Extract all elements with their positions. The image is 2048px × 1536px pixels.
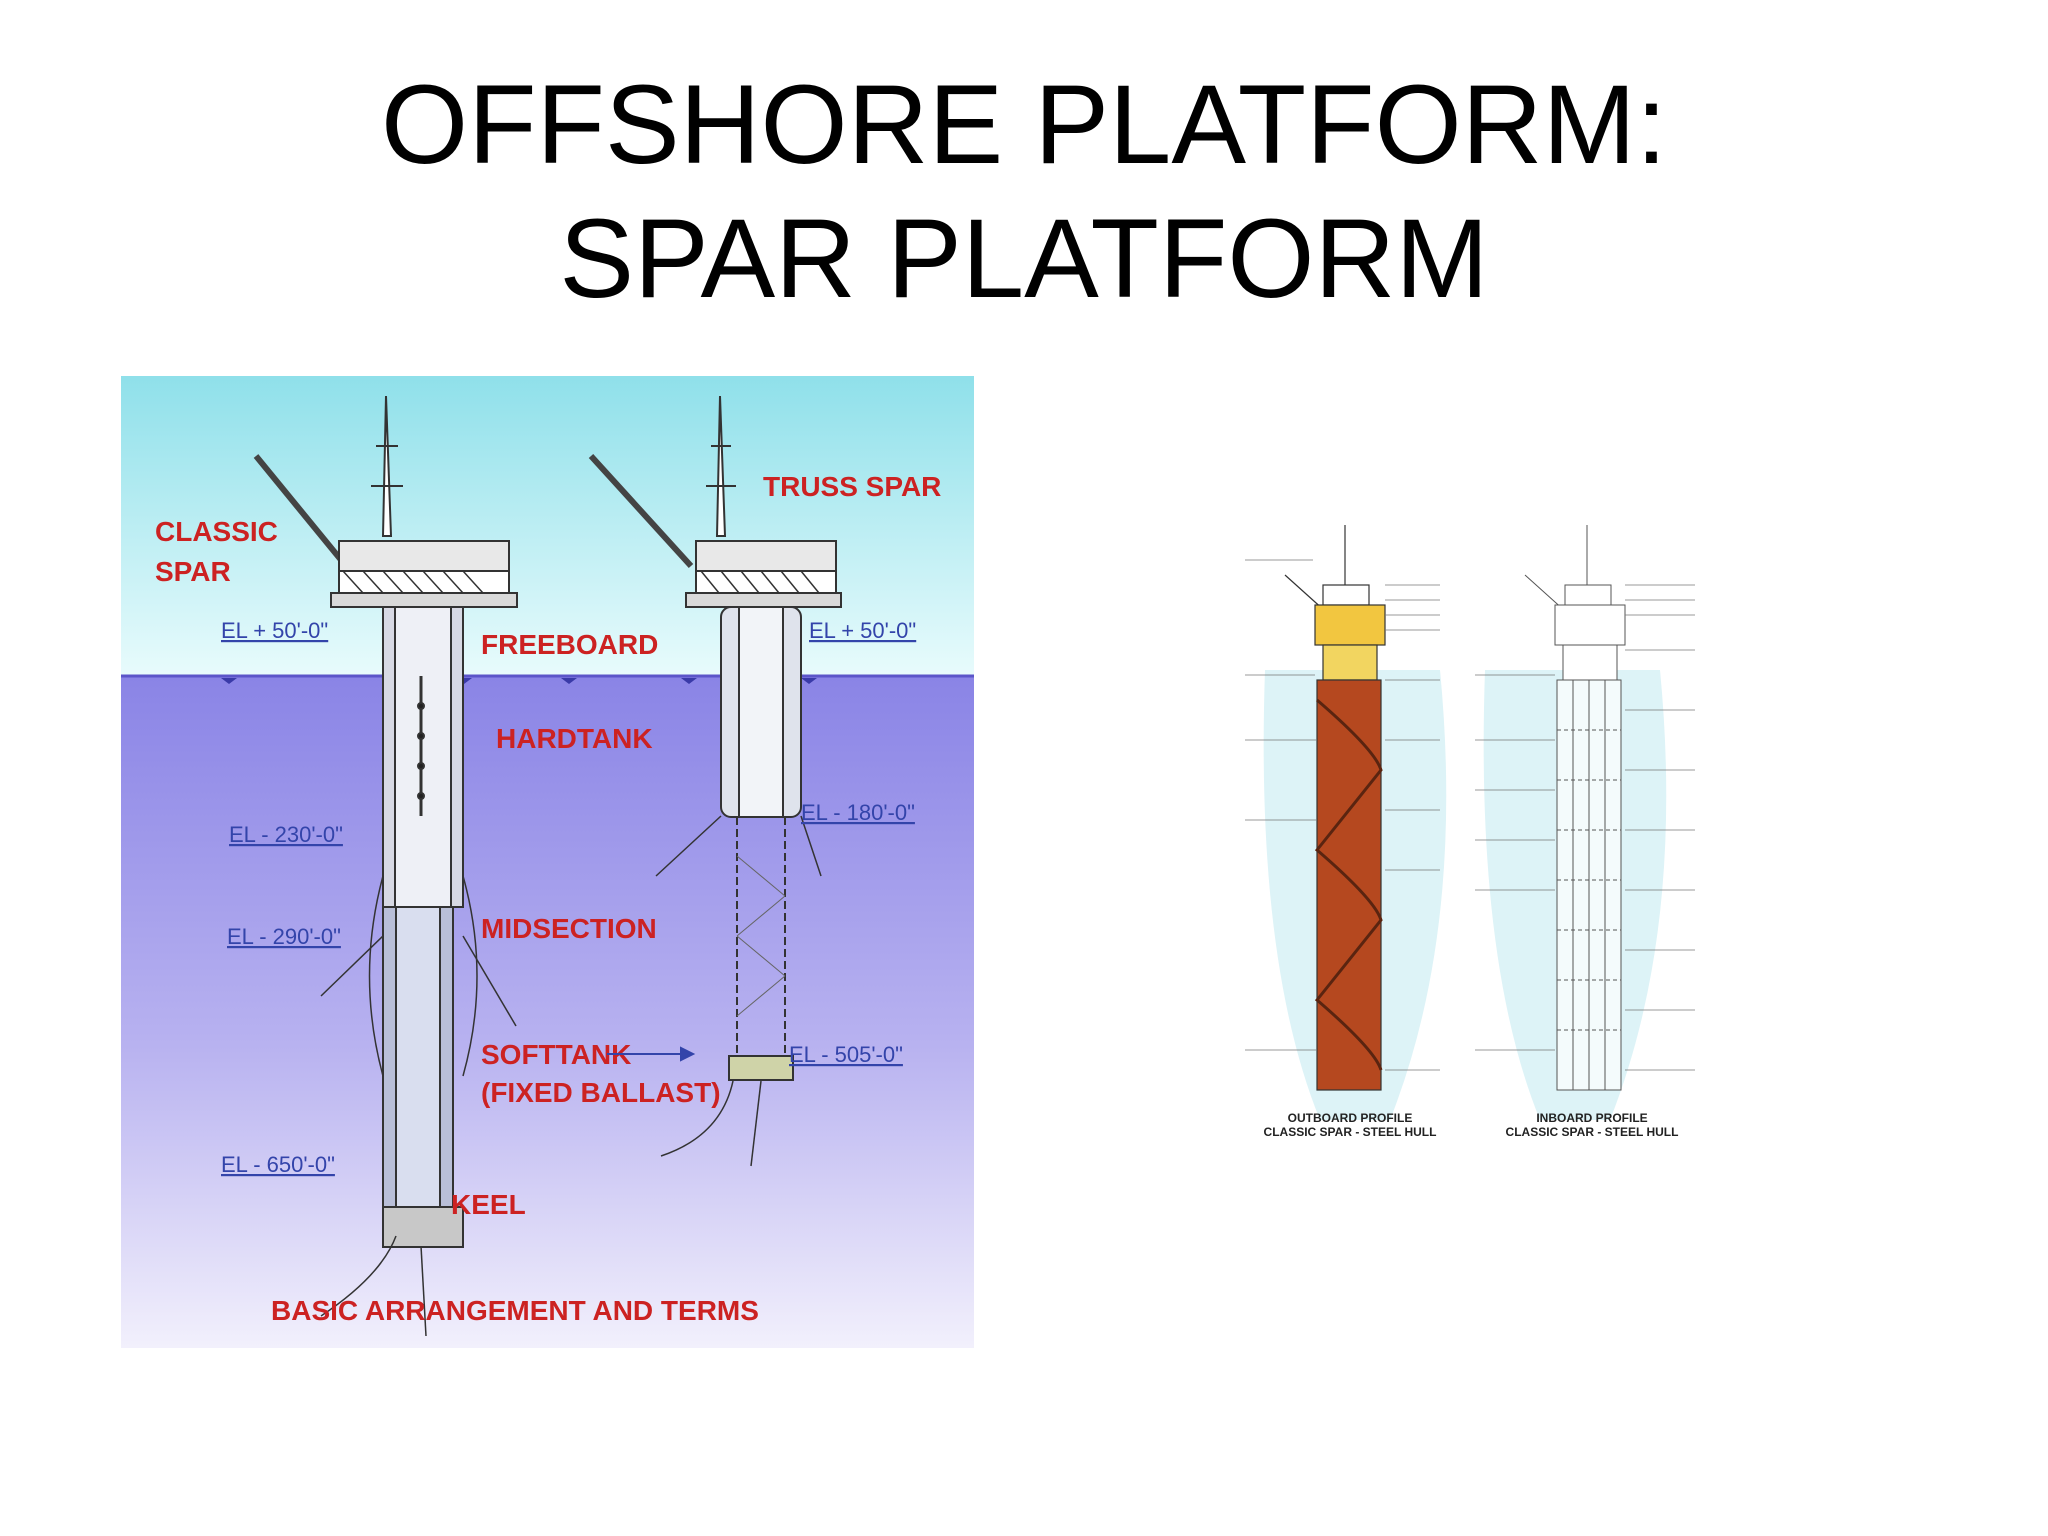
caption-inboard-line2: CLASSIC SPAR - STEEL HULL xyxy=(1506,1125,1679,1139)
outboard-profile xyxy=(1284,525,1386,1091)
el-classic-290: EL - 290'-0" xyxy=(227,924,341,949)
el-classic-top: EL + 50'-0" xyxy=(221,618,328,643)
caption-outboard-line1: OUTBOARD PROFILE xyxy=(1288,1111,1413,1125)
sky-background xyxy=(121,376,974,676)
label-classic-spar-line1: CLASSIC xyxy=(155,516,278,547)
label-classic-spar-line2: SPAR xyxy=(155,556,231,587)
el-truss-505: EL - 505'-0" xyxy=(789,1042,903,1067)
el-classic-230: EL - 230'-0" xyxy=(229,822,343,847)
label-hardtank: HARDTANK xyxy=(496,723,653,754)
inboard-profile xyxy=(1524,525,1626,1091)
label-midsection: MIDSECTION xyxy=(481,913,657,944)
annotation-leaders xyxy=(1245,559,1695,1071)
slide-title-line-2: SPAR PLATFORM xyxy=(559,196,1489,321)
softtank-arrow xyxy=(607,1046,696,1062)
classic-spar xyxy=(253,395,518,1337)
spar-profiles-drawing: OUTBOARD PROFILE CLASSIC SPAR - STEEL HU… xyxy=(1245,525,1695,1139)
sea-background xyxy=(121,676,974,1348)
el-classic-650: EL - 650'-0" xyxy=(221,1152,335,1177)
caption-outboard-line2: CLASSIC SPAR - STEEL HULL xyxy=(1264,1125,1437,1139)
caption-inboard-line1: INBOARD PROFILE xyxy=(1536,1111,1647,1125)
hull-body xyxy=(1316,679,1382,1091)
figure-caption: BASIC ARRANGEMENT AND TERMS xyxy=(271,1295,759,1326)
truss-spar xyxy=(588,395,842,1167)
label-softtank-line2: (FIXED BALLAST) xyxy=(481,1077,721,1108)
slide-title-line-1: OFFSHORE PLATFORM: xyxy=(381,62,1667,187)
label-softtank-line1: SOFTTANK xyxy=(481,1039,631,1070)
el-truss-180: EL - 180'-0" xyxy=(801,800,915,825)
el-truss-top: EL + 50'-0" xyxy=(809,618,916,643)
spar-arrangement-drawing: CLASSIC SPAR TRUSS SPAR FREEBOARD HARDTA… xyxy=(121,376,974,1348)
label-keel: KEEL xyxy=(451,1189,526,1220)
label-freeboard: FREEBOARD xyxy=(481,629,658,660)
spar-arrangement-figure: CLASSIC SPAR TRUSS SPAR FREEBOARD HARDTA… xyxy=(121,376,974,1348)
label-truss-spar: TRUSS SPAR xyxy=(763,471,941,502)
spar-profiles-figure: OUTBOARD PROFILE CLASSIC SPAR - STEEL HU… xyxy=(1225,510,1760,1155)
slide-title: OFFSHORE PLATFORM: SPAR PLATFORM xyxy=(0,58,2048,326)
